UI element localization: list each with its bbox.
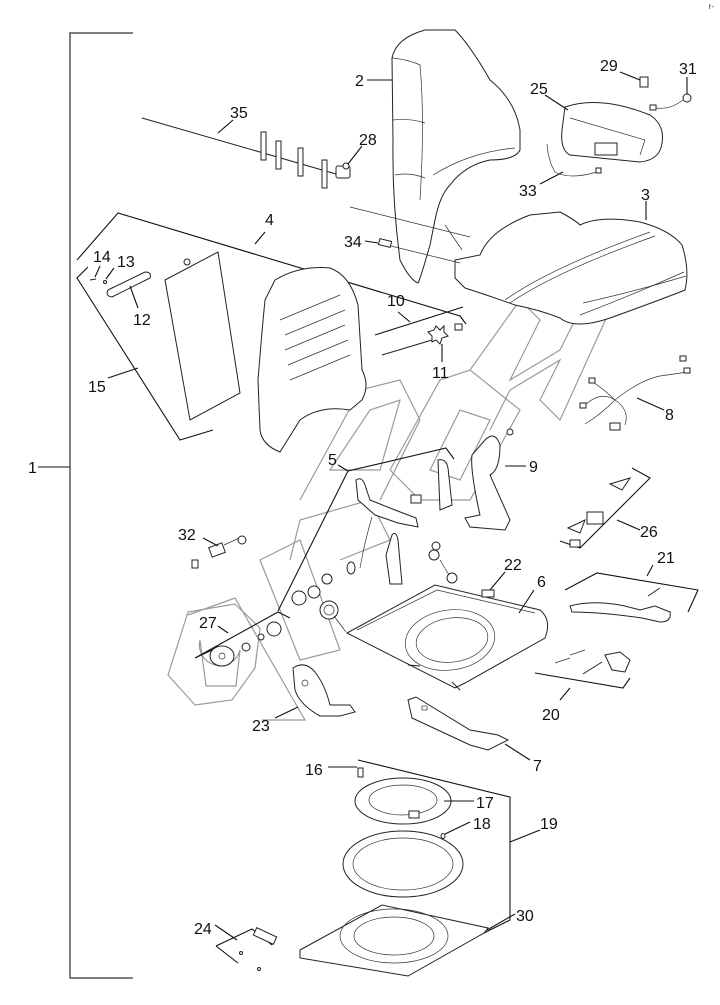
callout-18[interactable]: 18 [473,816,491,833]
part-9-side-plate[interactable] [464,435,511,531]
part-14-screw[interactable] [89,278,97,281]
corner-mark: r- [708,2,714,11]
callout-30[interactable]: 30 [516,908,534,925]
part-11-clip[interactable] [427,323,463,345]
callout-35[interactable]: 35 [230,105,248,122]
part-28-connector[interactable] [335,162,351,179]
part-spindle[interactable] [428,541,458,584]
part-5-recliner-kit[interactable] [277,447,455,633]
part-20-lever-kit[interactable] [534,649,631,689]
callout-10[interactable]: 10 [387,293,405,310]
callout-4[interactable]: 4 [265,212,274,229]
callout-2[interactable]: 2 [355,73,364,90]
part-19-bearing-ring[interactable] [342,830,464,898]
part-22-switch[interactable] [481,589,495,598]
part-17-swivel-plate[interactable] [354,777,452,825]
callout-15[interactable]: 15 [88,379,106,396]
part-9-nut [506,428,514,436]
part-23-pivot-bracket[interactable] [292,664,356,717]
callout-17[interactable]: 17 [476,795,494,812]
part-10-rod-kit[interactable] [374,306,464,356]
part-25-armrest[interactable] [561,102,663,163]
part-26-hardware-kit[interactable] [559,467,651,549]
part-16-pin[interactable] [357,767,364,778]
callout-25[interactable]: 25 [530,81,548,98]
callout-26[interactable]: 26 [640,524,658,541]
part-29-clip-connector[interactable] [639,76,649,88]
part-4-backrest-frame[interactable] [257,267,367,453]
part-32-switch-module[interactable] [191,535,247,569]
part-21-handle-kit[interactable] [564,572,699,623]
callout-27[interactable]: 27 [199,615,217,632]
callout-20[interactable]: 20 [542,707,560,724]
callout-3[interactable]: 3 [641,187,650,204]
part-34-cable-rod[interactable] [349,206,471,264]
callout-7[interactable]: 7 [533,758,542,775]
part-15-back-panel[interactable] [164,251,241,421]
callout-34[interactable]: 34 [344,234,362,251]
kit-4-outline [76,212,467,325]
part-35-heating-element-wire[interactable] [141,117,337,189]
callout-6[interactable]: 6 [537,574,546,591]
callout-19[interactable]: 19 [540,816,558,833]
callout-28[interactable]: 28 [359,132,377,149]
callout-32[interactable]: 32 [178,527,196,544]
part-12-handle[interactable] [106,271,151,298]
callout-14[interactable]: 14 [93,249,111,266]
callout-9[interactable]: 9 [529,459,538,476]
part-30-base-plate[interactable] [299,904,489,977]
part-6-seat-pan-frame[interactable] [345,584,549,691]
callout-21[interactable]: 21 [657,550,675,567]
callout-29[interactable]: 29 [600,58,618,75]
part-13-nut[interactable] [103,280,107,284]
callout-12[interactable]: 12 [133,312,151,329]
callout-33[interactable]: 33 [519,183,537,200]
part-31-plug[interactable] [649,93,692,111]
callout-24[interactable]: 24 [194,921,212,938]
callout-22[interactable]: 22 [504,557,522,574]
callout-11[interactable]: 11 [432,365,449,382]
part-33-cable[interactable] [546,143,602,177]
assembly-bracket [38,32,133,979]
callout-1[interactable]: 1 [28,460,37,477]
callout-8[interactable]: 8 [665,407,674,424]
part-27-knob-kit[interactable] [194,611,291,667]
part-7-mounting-bracket[interactable] [407,696,510,751]
part-8-wiring-harness[interactable] [579,355,691,431]
part-24-spacer-kit[interactable] [215,927,278,971]
part-2-backrest-cushion[interactable] [391,29,521,284]
callout-16[interactable]: 16 [305,762,323,779]
callout-31[interactable]: 31 [679,61,697,78]
callout-5[interactable]: 5 [328,452,337,469]
kit-15-outline [76,266,214,441]
callout-13[interactable]: 13 [117,254,135,271]
callout-23[interactable]: 23 [252,718,270,735]
part-18-ball[interactable] [440,833,446,839]
part-3-seat-cushion[interactable] [454,211,688,325]
